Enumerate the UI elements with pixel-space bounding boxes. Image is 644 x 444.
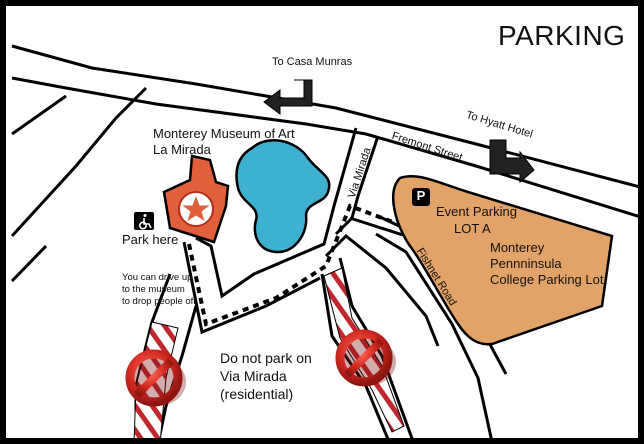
dropoff-note-line2: to the museum: [122, 284, 185, 295]
casa-munras-label: To Casa Munras: [272, 56, 353, 68]
dropoff-note-line1: You can drive up: [122, 272, 193, 283]
no-park-line3: (residential): [220, 386, 294, 402]
no-park-line2: Via Mirada: [220, 368, 287, 384]
museum-name-label: Monterey Museum of Art: [153, 126, 295, 141]
arrow-to-hyatt: [489, 139, 535, 184]
college-lot-line1: Monterey: [490, 240, 545, 255]
parking-badge-letter: P: [416, 188, 426, 203]
no-parking-sign-left: [125, 349, 186, 407]
college-parking-lot: [392, 174, 614, 346]
dropoff-note-line3: to drop people off: [122, 296, 196, 307]
no-parking-sign-right: [335, 329, 396, 387]
museum-subname-label: La Mirada: [153, 142, 211, 157]
college-lot-line2: Pennninsula: [490, 256, 562, 271]
lot-a-label: LOT A: [454, 221, 491, 236]
wheelchair-icon: [139, 214, 152, 230]
left-street: [10, 86, 148, 283]
museum-star-icon: [182, 196, 210, 221]
park-here-label: Park here: [122, 232, 179, 247]
event-parking-label: Event Parking: [436, 204, 517, 219]
pond: [235, 139, 331, 254]
no-park-hatch-right: [323, 267, 405, 433]
map-graphics: [10, 44, 638, 438]
arrow-to-casa-munras: [263, 79, 313, 115]
parking-badge: [412, 188, 430, 206]
no-park-line1: Do not park on: [220, 350, 312, 366]
map-title: PARKING: [498, 20, 626, 51]
college-lot-line3: College Parking Lot: [490, 272, 604, 287]
